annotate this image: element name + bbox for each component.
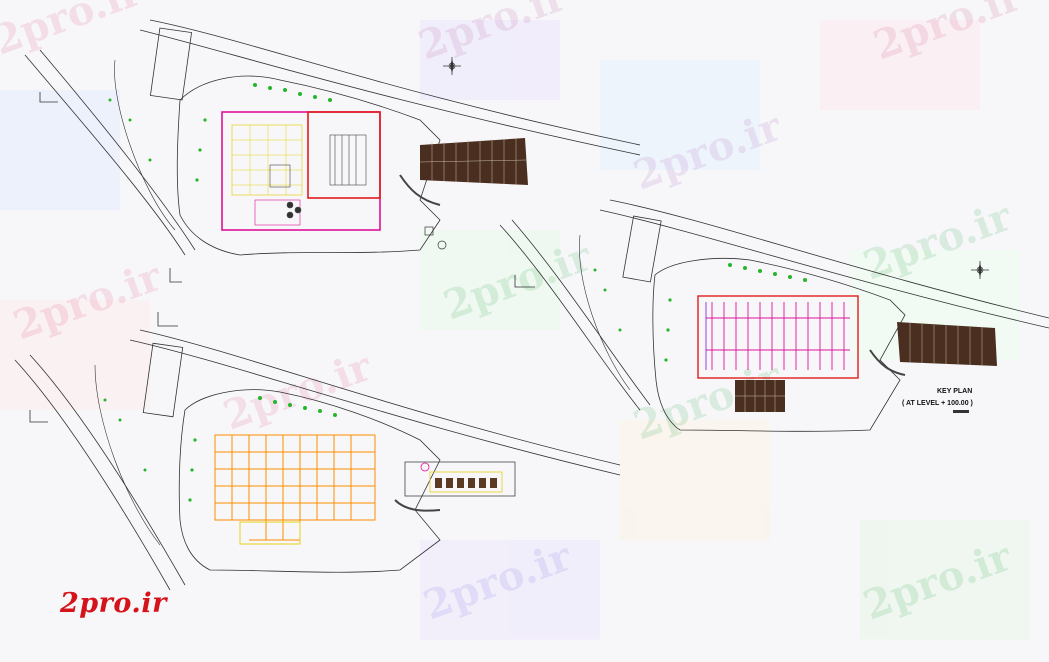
background-patches [0, 20, 1030, 640]
outline-yellow [239, 521, 301, 545]
service-block [394, 461, 516, 512]
site-marker [437, 240, 447, 250]
watermark-text: 2pro.ir [217, 343, 378, 440]
road-line [609, 199, 1049, 319]
plan-bottom-left [14, 312, 621, 591]
column-grid [214, 434, 376, 541]
grid-bracket [29, 410, 48, 423]
site-boundary [176, 75, 441, 256]
building-outline [307, 111, 381, 199]
road-line [94, 364, 161, 546]
road-line [149, 19, 641, 146]
building-outline [231, 124, 303, 196]
north-arrow-icon [971, 261, 989, 279]
road-line [579, 234, 631, 391]
tree-markers [103, 396, 337, 502]
plan-right: KEY PLAN ( AT LEVEL + 100.00 ) [499, 199, 1049, 432]
grid-bracket [39, 92, 58, 103]
existing-building [622, 215, 662, 283]
road-line [139, 329, 621, 466]
road-line [511, 219, 651, 406]
road-line [29, 354, 186, 586]
road-line [114, 59, 176, 231]
tree-markers [593, 263, 807, 362]
site-boundary [652, 258, 906, 432]
rack-rows [705, 302, 850, 370]
road-line [129, 339, 621, 476]
parking-area [735, 322, 997, 412]
road-line [499, 224, 641, 411]
watermark-text: 2pro.ir [0, 0, 148, 64]
road-line [14, 359, 171, 591]
existing-building [142, 342, 184, 418]
road-line [39, 49, 196, 251]
brand-logo: 2pro.ir [60, 588, 167, 619]
road-line [24, 54, 186, 256]
grid-bracket [157, 312, 178, 327]
building-outline [697, 295, 859, 379]
existing-building [149, 27, 193, 101]
grid-bracket [169, 268, 182, 283]
road-line [599, 209, 1049, 329]
plan-top-left [24, 19, 641, 283]
tree-markers [108, 83, 332, 182]
key-plan-subtitle: ( AT LEVEL + 100.00 ) [902, 400, 973, 407]
grid-bracket [514, 275, 535, 288]
scale-bar [953, 410, 969, 413]
machine-rows [254, 134, 367, 226]
parking-area [399, 138, 528, 206]
site-marker [424, 226, 434, 236]
grid-lines [232, 125, 302, 195]
road-line [139, 29, 641, 156]
site-boundary [178, 389, 441, 573]
north-arrow-icon [443, 57, 461, 75]
key-plan-title: KEY PLAN [937, 388, 972, 395]
